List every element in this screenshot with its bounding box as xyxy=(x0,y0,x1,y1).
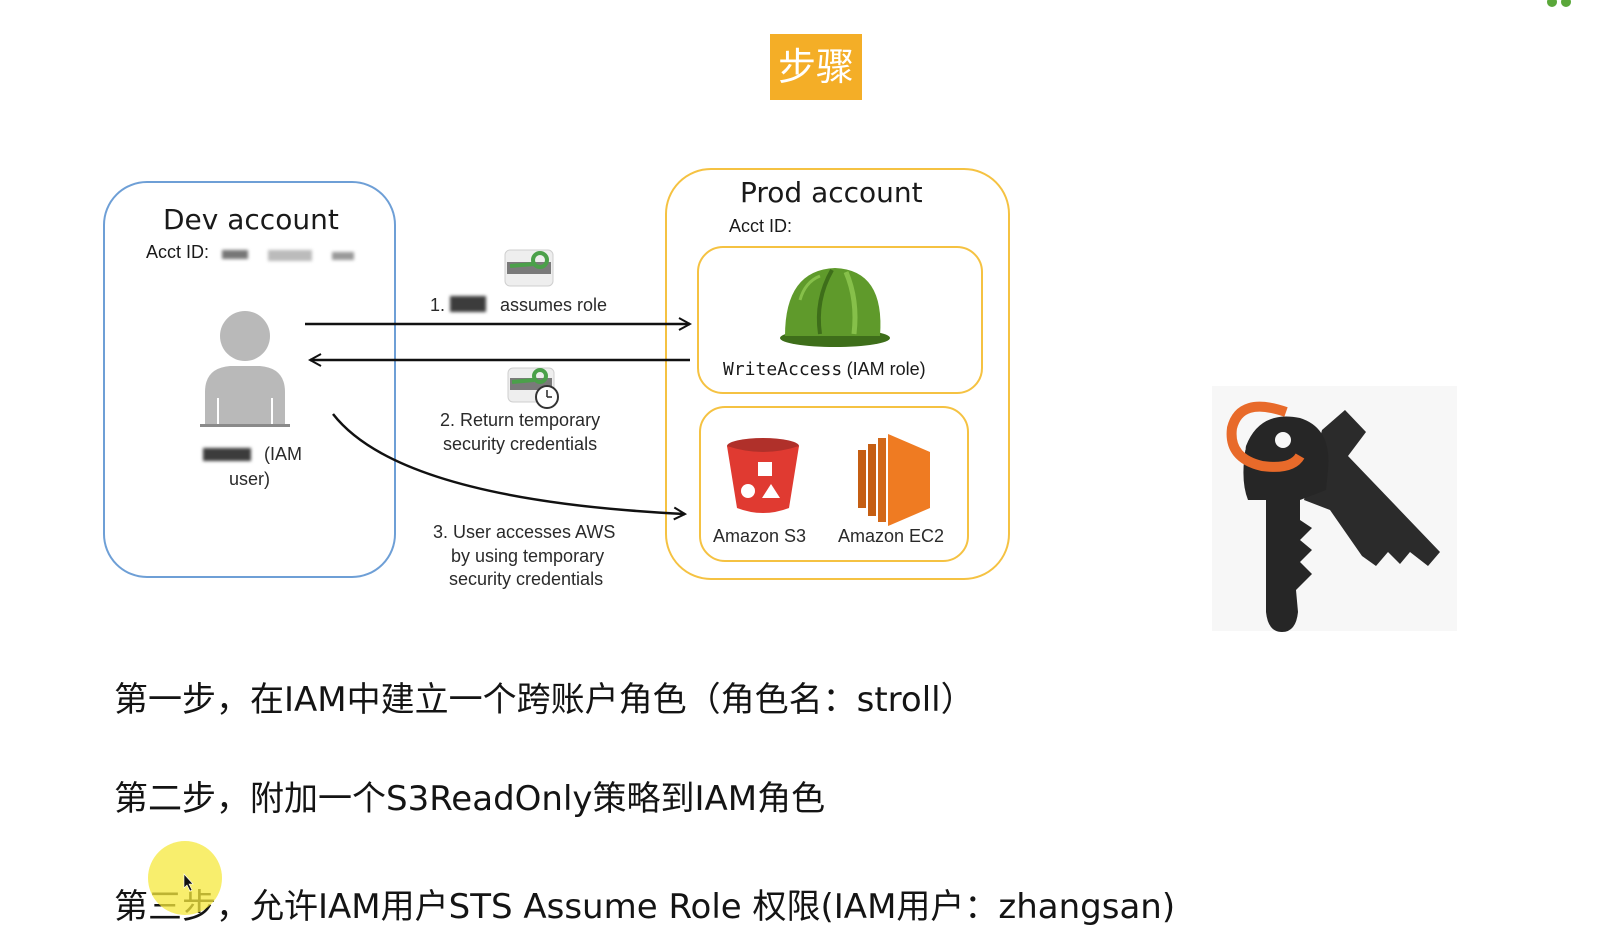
s3-label: Amazon S3 xyxy=(713,526,807,546)
key-clock-icon xyxy=(507,367,559,409)
user-label-line1: (IAM xyxy=(264,444,302,464)
helmet-icon xyxy=(780,268,890,347)
keys-icon xyxy=(1212,386,1457,632)
prod-account-id-label: Acct ID: xyxy=(729,216,793,236)
user-icon xyxy=(200,311,290,427)
iam-role-label: WriteAccess (IAM role) xyxy=(723,359,926,380)
arrow-label-step3-line1: 3. User accesses AWS xyxy=(433,522,616,542)
redacted-text xyxy=(332,252,354,260)
redacted-text xyxy=(222,250,248,259)
cursor-highlight xyxy=(148,841,222,915)
dev-account-title: Dev account xyxy=(163,203,339,236)
redacted-text xyxy=(450,296,486,312)
role-suffix: (IAM role) xyxy=(846,359,926,379)
arrow-label-step3-line3: security credentials xyxy=(449,569,604,589)
role-name: WriteAccess xyxy=(723,359,843,380)
arrow-access-aws xyxy=(332,413,685,514)
key-icon xyxy=(504,249,554,287)
dev-account-box xyxy=(103,181,396,578)
redacted-text xyxy=(268,250,312,261)
arrow-label-step2-line2: security credentials xyxy=(443,434,598,454)
corner-decoration-icon xyxy=(1547,0,1571,7)
step-two-text: 第二步，附加一个S3ReadOnly策略到IAM角色 xyxy=(114,779,826,819)
step-one-text: 第一步，在IAM中建立一个跨账户角色（角色名：stroll） xyxy=(114,680,975,720)
dev-account-id-label: Acct ID: xyxy=(146,242,210,262)
arrow-label-step1-prefix: 1. xyxy=(430,295,446,315)
user-label-line2: user) xyxy=(229,469,271,489)
redacted-text xyxy=(203,448,251,461)
ec2-label: Amazon EC2 xyxy=(838,526,945,546)
prod-account-title: Prod account xyxy=(740,176,923,209)
page-title: 步骤 xyxy=(770,34,862,100)
step-three-text: 第三步，允许IAM用户STS Assume Role 权限(IAM用户：zhan… xyxy=(114,887,1176,927)
s3-bucket-icon xyxy=(727,438,799,513)
iam-role-box xyxy=(697,246,983,394)
arrow-label-step2-line1: 2. Return temporary xyxy=(440,410,601,430)
prod-account-box xyxy=(665,168,1010,580)
ec2-icon xyxy=(858,434,930,526)
services-box xyxy=(699,406,969,562)
arrow-label-step3-line2: by using temporary xyxy=(451,546,605,566)
arrow-label-step1: assumes role xyxy=(500,295,608,315)
